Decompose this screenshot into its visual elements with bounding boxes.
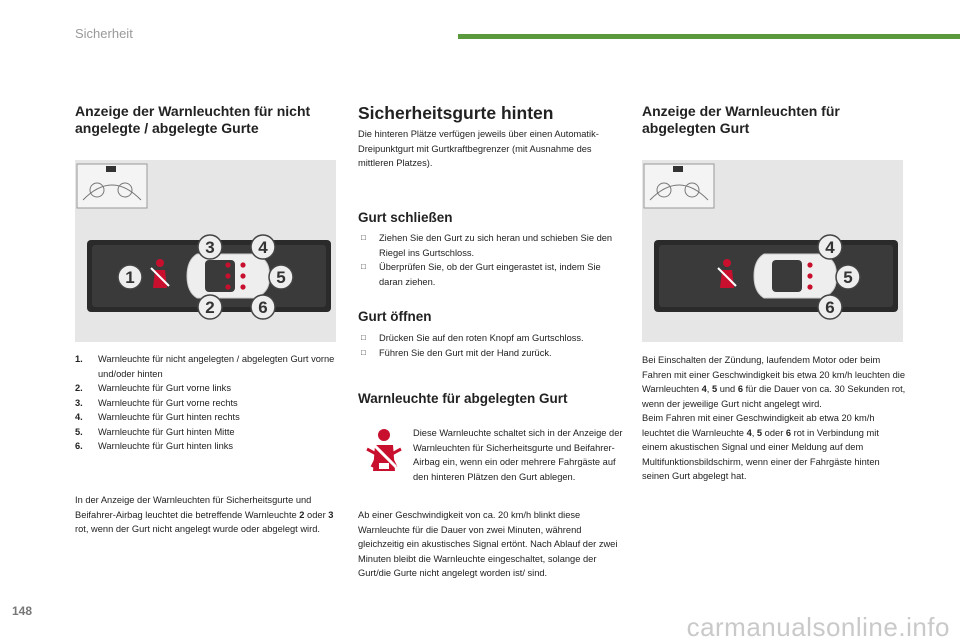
- list-text: Warnleuchte für Gurt hinten Mitte: [98, 426, 235, 437]
- figure-label: 4: [258, 238, 268, 257]
- list-item: Drücken Sie auf den roten Knopf am Gurts…: [358, 331, 620, 346]
- middle-intro: Die hinteren Plätze verfügen jeweils übe…: [358, 129, 599, 168]
- left-paragraph: In der Anzeige der Warnleuchten für Sich…: [75, 495, 334, 534]
- figure-label: 1: [125, 268, 134, 287]
- watermark: carmanualsonline.info: [686, 612, 950, 642]
- dashboard-illustration: 1 2 3 4 5 6: [76, 163, 331, 320]
- list-number: 3.: [75, 397, 83, 408]
- header-accent-bar: [458, 34, 960, 39]
- close-steps: Ziehen Sie den Gurt zu sich heran und sc…: [358, 231, 620, 289]
- warn-details: Ab einer Geschwindigkeit von ca. 20 km/h…: [358, 510, 618, 578]
- rear-belt-indicator-figure: 4 5 6: [642, 160, 903, 342]
- seatbelt-warning-icon: [366, 429, 402, 471]
- list-number: 4.: [75, 412, 83, 422]
- figure-label: 3: [205, 238, 214, 257]
- list-item: 1. Warnleuchte für nicht angelegten / abg…: [75, 352, 337, 381]
- seatbelt-warning-icon: [150, 259, 170, 288]
- list-item: 5. Warnleuchte für Gurt hinten Mitte: [75, 425, 337, 440]
- figure-label: 6: [825, 298, 834, 317]
- figure-label: 4: [825, 238, 835, 257]
- list-item: 3. Warnleuchte für Gurt vorne rechts: [75, 396, 337, 411]
- list-item: 6. Warnleuchte für Gurt hinten links: [75, 439, 337, 454]
- close-heading: Gurt schließen: [358, 210, 453, 225]
- open-heading: Gurt öffnen: [358, 309, 432, 324]
- list-number: 6.: [75, 441, 83, 451]
- page-number: 148: [12, 604, 33, 618]
- list-text: Warnleuchte für Gurt hinten links: [98, 441, 234, 451]
- section-title: Sicherheit: [75, 26, 133, 41]
- list-item: Überprüfen Sie, ob der Gurt eingerastet …: [358, 260, 620, 289]
- list-item: Führen Sie den Gurt mit der Hand zurück.: [358, 346, 620, 361]
- seatbelt-warning-icon: [717, 259, 737, 288]
- dashboard-illustration: 4 5 6: [643, 163, 898, 320]
- open-steps: Drücken Sie auf den roten Knopf am Gurts…: [358, 331, 620, 360]
- list-text: Warnleuchte für Gurt vorne rechts: [98, 397, 238, 408]
- list-item: Ziehen Sie den Gurt zu sich heran und sc…: [358, 231, 620, 260]
- list-item: 4. Warnleuchte für Gurt hinten rechts: [75, 410, 337, 425]
- list-item: 2. Warnleuchte für Gurt vorne links: [75, 381, 337, 396]
- list-number: 5.: [75, 426, 83, 437]
- warn-description: Diese Warnleuchte schaltet sich in der A…: [413, 428, 623, 482]
- figure-label: 2: [205, 298, 214, 317]
- figure-label: 6: [258, 298, 267, 317]
- right-paragraph: Bei Einschalten der Zündung, laufendem M…: [642, 355, 906, 481]
- warning-light-list: 1. Warnleuchte für nicht angelegten / abg…: [75, 352, 337, 454]
- list-text: Warnleuchte für Gurt vorne links: [98, 383, 231, 393]
- right-heading: Anzeige der Warnleuchten für abgelegten …: [642, 103, 840, 136]
- seatbelt-indicator-figure: 1 2 3 4 5 6: [75, 160, 336, 342]
- list-text: Warnleuchte für Gurt hinten rechts: [98, 412, 240, 422]
- figure-label: 5: [276, 268, 285, 287]
- list-number: 1.: [75, 354, 83, 364]
- figure-label: 5: [843, 268, 852, 287]
- warn-heading: Warnleuchte für abgelegten Gurt: [358, 391, 568, 406]
- list-text: Warnleuchte für nicht angelegten / abgel…: [98, 354, 335, 379]
- list-number: 2.: [75, 383, 83, 393]
- left-heading: Anzeige der Warnleuchten für nicht angel…: [75, 103, 311, 136]
- middle-heading: Sicherheitsgurte hinten: [358, 103, 554, 123]
